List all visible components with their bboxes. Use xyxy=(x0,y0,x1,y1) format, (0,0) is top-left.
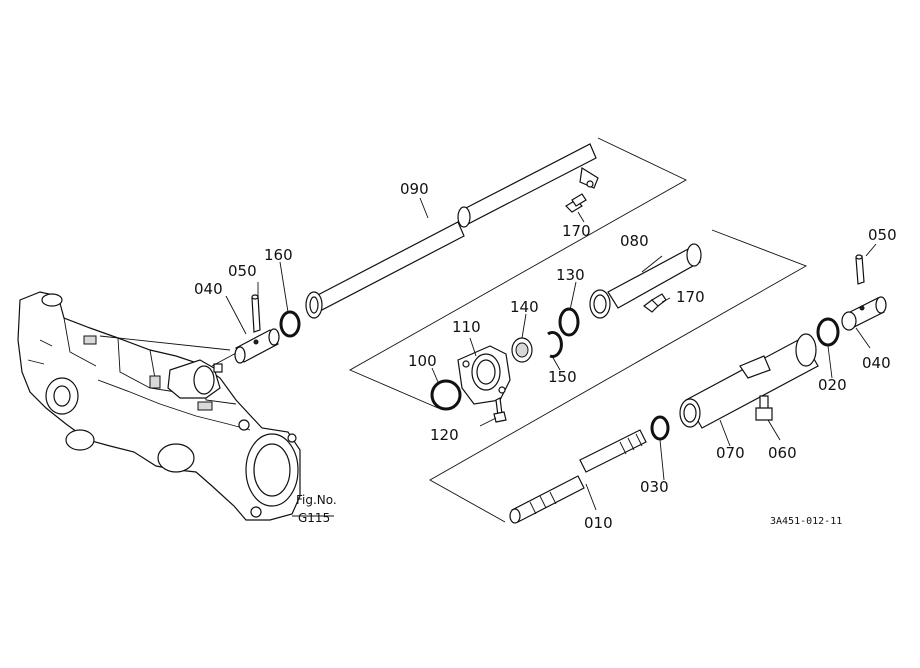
label-030: 030 xyxy=(640,478,669,496)
part-150-snap-ring xyxy=(547,330,563,358)
label-060: 060 xyxy=(768,444,797,462)
part-070-tube xyxy=(679,333,819,429)
label-100: 100 xyxy=(408,352,437,370)
part-040-left xyxy=(234,328,280,364)
part-050-left xyxy=(251,294,261,333)
part-130-oring xyxy=(558,307,580,337)
part-140-bearing xyxy=(511,337,533,363)
label-070: 070 xyxy=(716,444,745,462)
label-080: 080 xyxy=(620,232,649,250)
label-050-right: 050 xyxy=(868,226,897,244)
label-120: 120 xyxy=(430,426,459,444)
part-090-tube xyxy=(305,143,599,319)
figure-reference: Fig.No. G115 xyxy=(296,493,337,525)
part-120-bolt xyxy=(493,397,507,423)
label-160: 160 xyxy=(264,246,293,264)
part-020-oring xyxy=(816,317,840,347)
label-040-right: 040 xyxy=(862,354,891,372)
label-010: 010 xyxy=(584,514,613,532)
part-170-bolt-upper xyxy=(565,193,587,213)
part-050-right xyxy=(855,254,865,285)
label-140: 140 xyxy=(510,298,539,316)
label-110: 110 xyxy=(452,318,481,336)
fig-ref-line1: Fig.No. xyxy=(296,493,337,507)
label-040-left: 040 xyxy=(194,280,223,298)
guide-lines xyxy=(99,137,808,523)
fig-ref-line2: G115 xyxy=(298,511,330,525)
part-100-oring xyxy=(430,379,462,411)
part-160-oring xyxy=(279,310,301,338)
part-080-tube xyxy=(589,243,702,319)
drawing-code: 3A451-012-11 xyxy=(770,516,842,527)
label-170-lower: 170 xyxy=(676,288,705,306)
part-040-right xyxy=(841,296,887,331)
label-170-upper: 170 xyxy=(562,222,591,240)
axle-housing xyxy=(17,291,301,521)
label-130: 130 xyxy=(556,266,585,284)
part-060-bolt xyxy=(755,395,773,421)
label-050-left: 050 xyxy=(228,262,257,280)
label-020: 020 xyxy=(818,376,847,394)
label-150: 150 xyxy=(548,368,577,386)
label-090: 090 xyxy=(400,180,429,198)
part-030-oring xyxy=(650,415,670,441)
part-010-shaft xyxy=(509,429,647,524)
part-170-bolt-lower xyxy=(643,293,667,313)
leader-lines xyxy=(225,197,877,517)
part-110-bracket xyxy=(457,345,511,405)
part-labels: 040 050 160 090 170 080 170 130 140 110 … xyxy=(194,180,897,532)
